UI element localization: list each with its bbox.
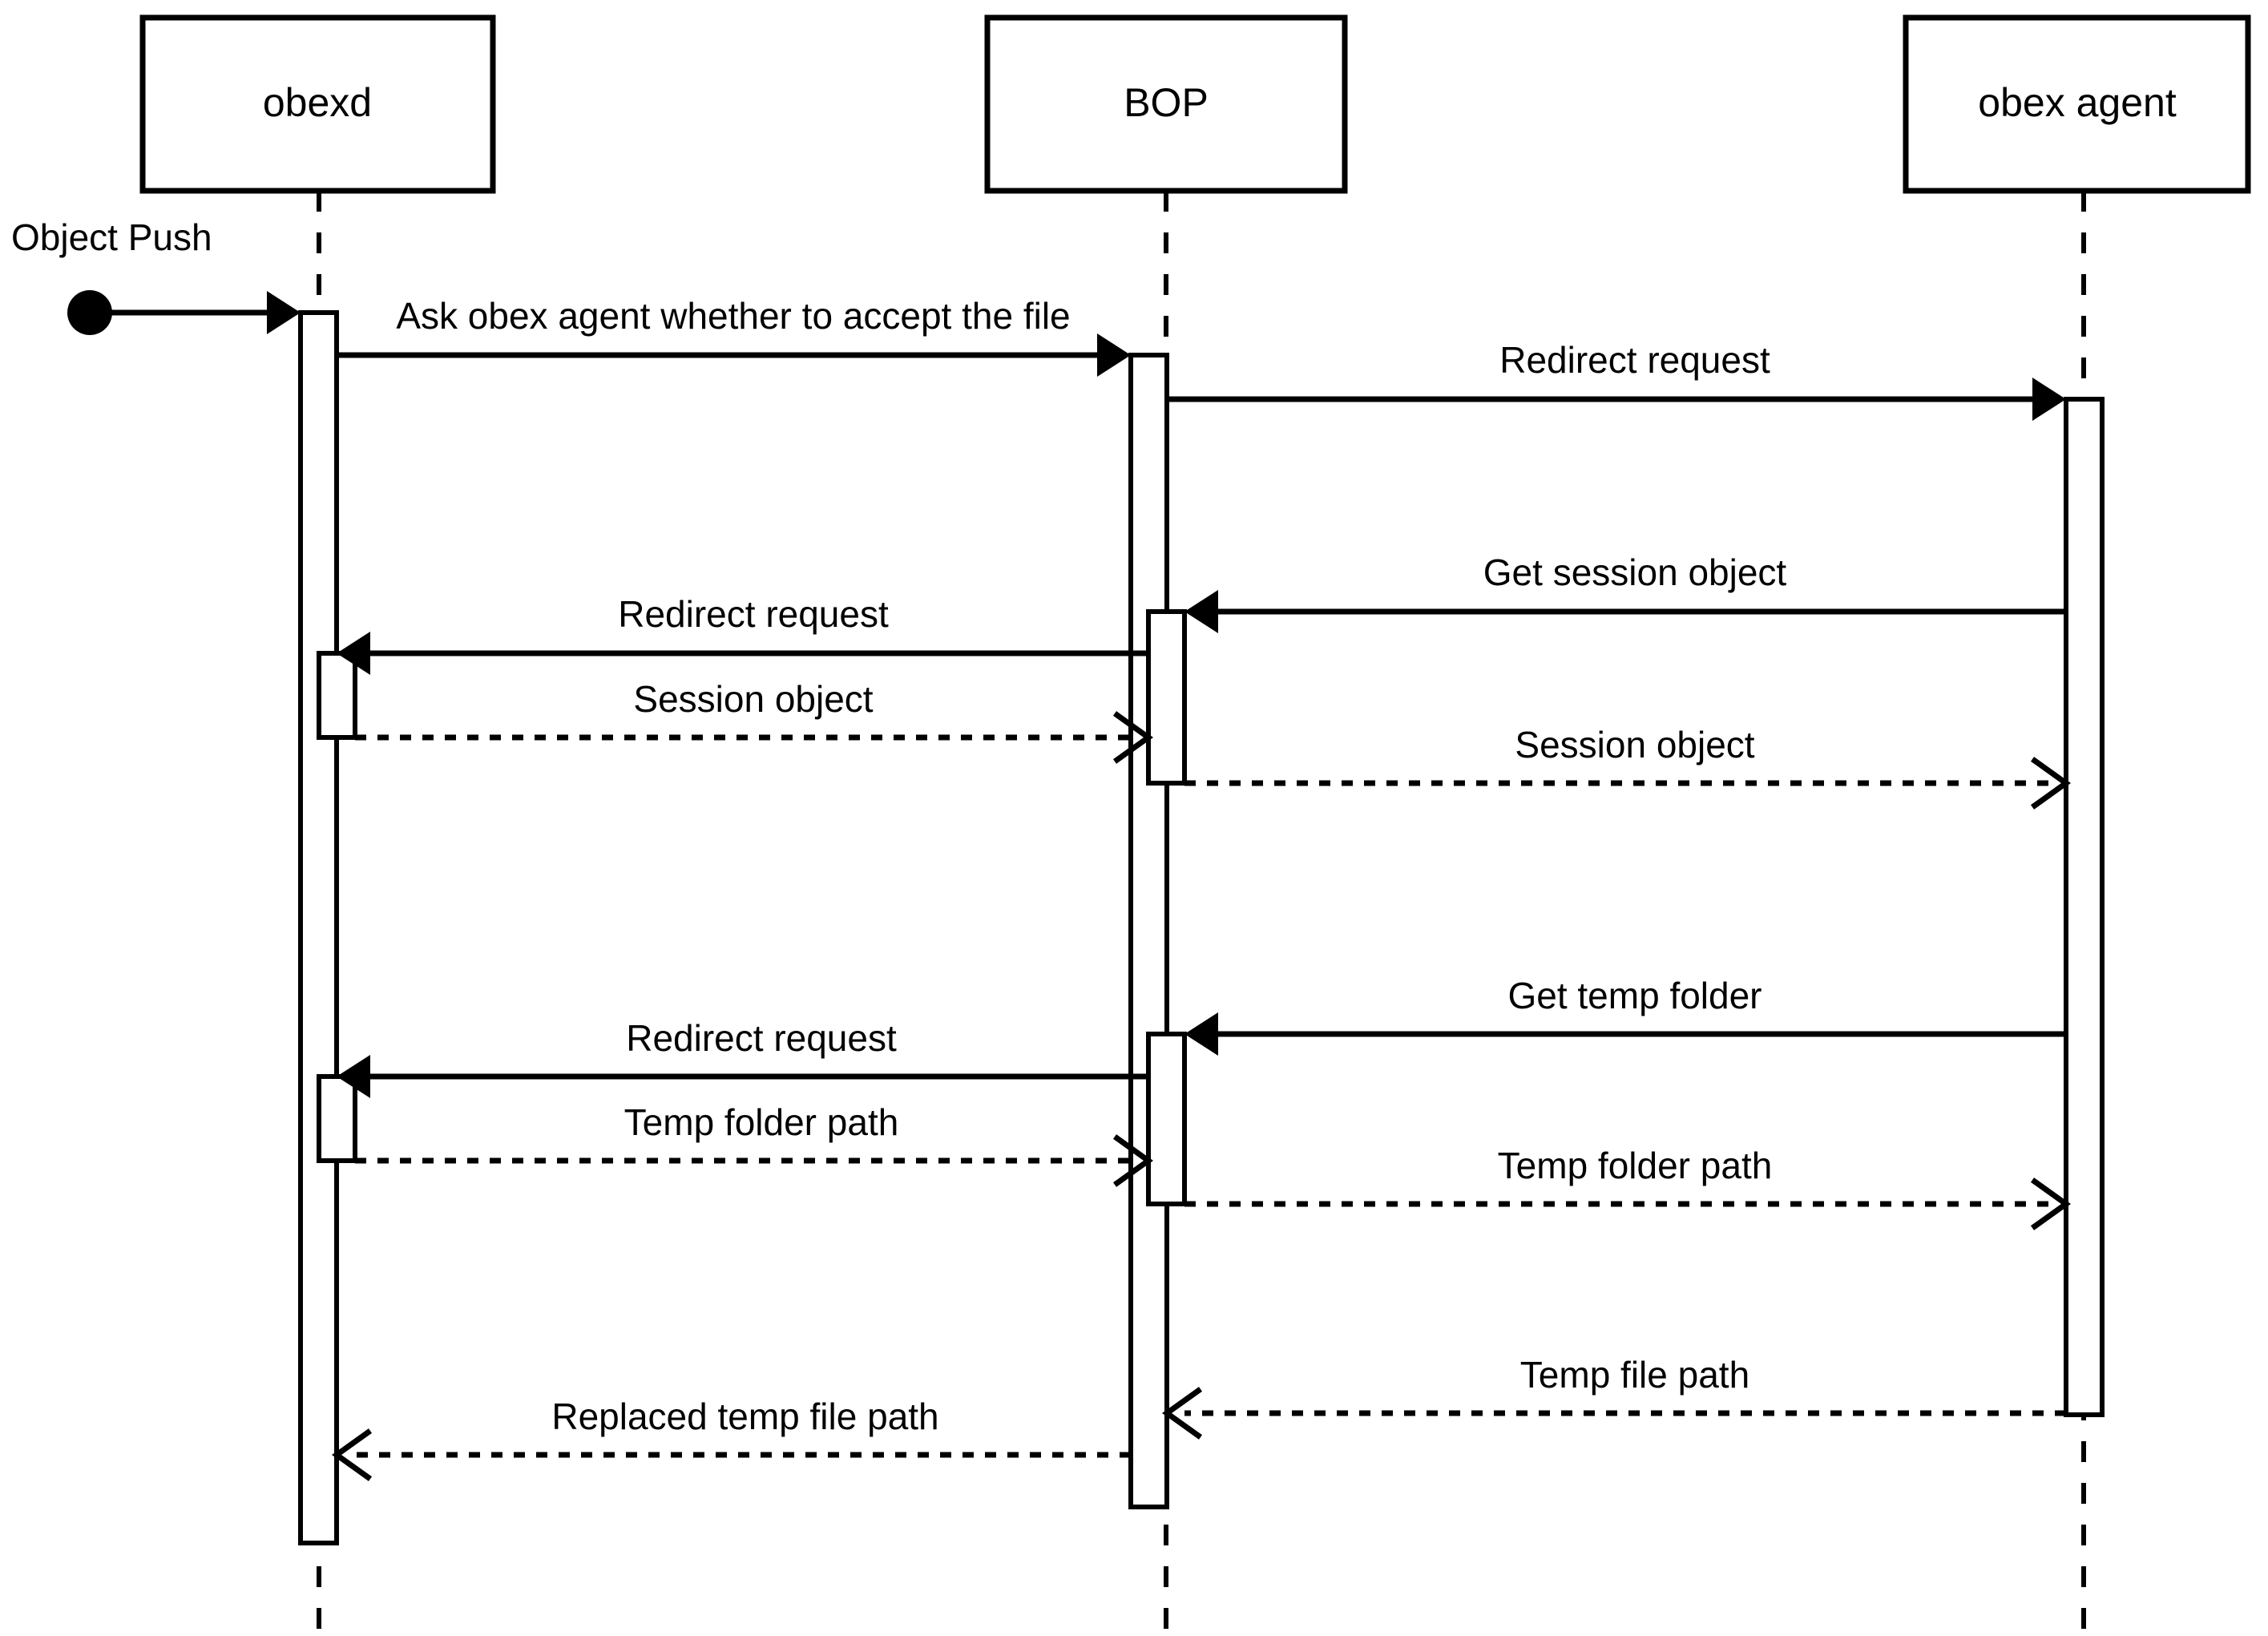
message-arrowhead-icon-5	[1112, 711, 1154, 764]
participant-label-obex-agent: obex agent	[1978, 80, 2177, 125]
participant-box-obexd[interactable]	[139, 14, 496, 194]
participant-label-bop: BOP	[1124, 80, 1209, 125]
message-arrowhead-icon-7	[1184, 1012, 1218, 1056]
message-redirect-request-to-obexd-1[interactable]: Redirect request	[337, 593, 1148, 675]
participant-box-obex-agent[interactable]	[1903, 14, 2251, 194]
activation-bars-group	[298, 310, 2105, 1545]
activation-bar-bop-nested-tempfolder[interactable]	[1146, 1032, 1187, 1206]
message-label-7: Get temp folder	[1507, 975, 1762, 1016]
message-redirect-request-to-agent[interactable]: Redirect request	[1167, 339, 2066, 421]
message-label-11: Temp file path	[1520, 1354, 1749, 1396]
message-session-object-to-agent[interactable]: Session object	[1184, 724, 2072, 810]
message-label-9: Temp folder path	[624, 1101, 899, 1143]
message-ask-obex-agent[interactable]: Ask obex agent whether to accept the fil…	[337, 295, 1131, 377]
message-arrowhead-icon-2	[2032, 378, 2066, 421]
message-label-5: Session object	[633, 678, 873, 720]
found-message-object-push[interactable]: Object Push	[11, 216, 301, 335]
message-arrowhead-icon-12	[331, 1428, 373, 1481]
activation-bar-obex-agent-main[interactable]	[2064, 397, 2105, 1417]
participant-obexd[interactable]: obexd	[139, 14, 496, 194]
message-arrowhead-icon-1	[1097, 333, 1131, 377]
message-get-temp-folder[interactable]: Get temp folder	[1184, 975, 2066, 1056]
message-arrowhead-icon-4	[337, 632, 370, 675]
message-arrowhead-icon-8	[337, 1055, 370, 1098]
message-label-3: Get session object	[1483, 551, 1787, 593]
message-temp-folder-path-to-bop[interactable]: Temp folder path	[355, 1101, 1154, 1187]
participant-obex-agent[interactable]: obex agent	[1903, 14, 2251, 194]
found-message-arrowhead-icon	[267, 291, 301, 334]
message-label-12: Replaced temp file path	[551, 1396, 938, 1437]
message-label-4: Redirect request	[618, 593, 889, 635]
message-label-6: Session object	[1515, 724, 1754, 765]
activation-bar-bop-main[interactable]	[1128, 353, 1169, 1509]
activation-bar-obexd-nested-tempfolder[interactable]	[317, 1074, 357, 1163]
activation-bar-obexd-main[interactable]	[298, 310, 339, 1545]
found-message-label: Object Push	[11, 216, 212, 258]
message-temp-file-path[interactable]: Temp file path	[1161, 1354, 2066, 1440]
participant-box-bop[interactable]	[984, 14, 1348, 194]
activation-bar-bop-nested-session[interactable]	[1146, 609, 1187, 786]
message-session-object-to-bop[interactable]: Session object	[355, 678, 1154, 764]
message-label-2: Redirect request	[1499, 339, 1770, 381]
message-get-session-object[interactable]: Get session object	[1184, 551, 2066, 633]
message-arrowhead-icon-10	[2030, 1178, 2072, 1230]
message-label-8: Redirect request	[626, 1017, 897, 1059]
participant-bop[interactable]: BOP	[984, 14, 1348, 194]
message-temp-folder-path-to-agent[interactable]: Temp folder path	[1184, 1145, 2072, 1230]
participant-label-obexd: obexd	[263, 80, 372, 125]
message-arrowhead-icon-9	[1112, 1134, 1154, 1187]
message-arrowhead-icon-3	[1184, 590, 1218, 633]
message-arrowhead-icon-6	[2030, 757, 2072, 810]
activation-bar-obexd-nested-session[interactable]	[317, 651, 357, 740]
message-arrowhead-icon-11	[1161, 1387, 1203, 1440]
message-redirect-request-to-obexd-2[interactable]: Redirect request	[337, 1017, 1148, 1098]
message-label-1: Ask obex agent whether to accept the fil…	[396, 295, 1070, 337]
message-replaced-temp-file-path[interactable]: Replaced temp file path	[331, 1396, 1131, 1481]
message-label-10: Temp folder path	[1498, 1145, 1773, 1186]
